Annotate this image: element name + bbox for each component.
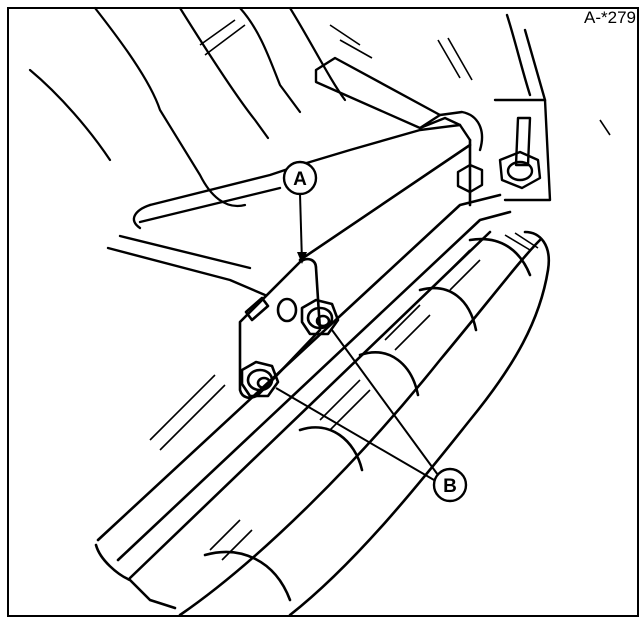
frame-channel — [106, 123, 462, 297]
callout-b: B — [275, 329, 468, 503]
main-rail — [94, 138, 512, 610]
bolt-b-lower — [240, 360, 280, 398]
callout-a-letter: A — [293, 169, 307, 190]
mounting-plate — [238, 257, 322, 400]
bolt-b-upper — [300, 298, 340, 336]
callout-b-letter: B — [443, 476, 457, 497]
figure-border — [7, 7, 639, 617]
top-bracket — [314, 56, 484, 152]
figure-reference-code: A-*279 — [584, 8, 636, 27]
callout-a: A — [282, 160, 318, 264]
right-side-plate — [493, 13, 552, 202]
roller — [178, 230, 551, 617]
shading-hatch — [149, 19, 611, 561]
